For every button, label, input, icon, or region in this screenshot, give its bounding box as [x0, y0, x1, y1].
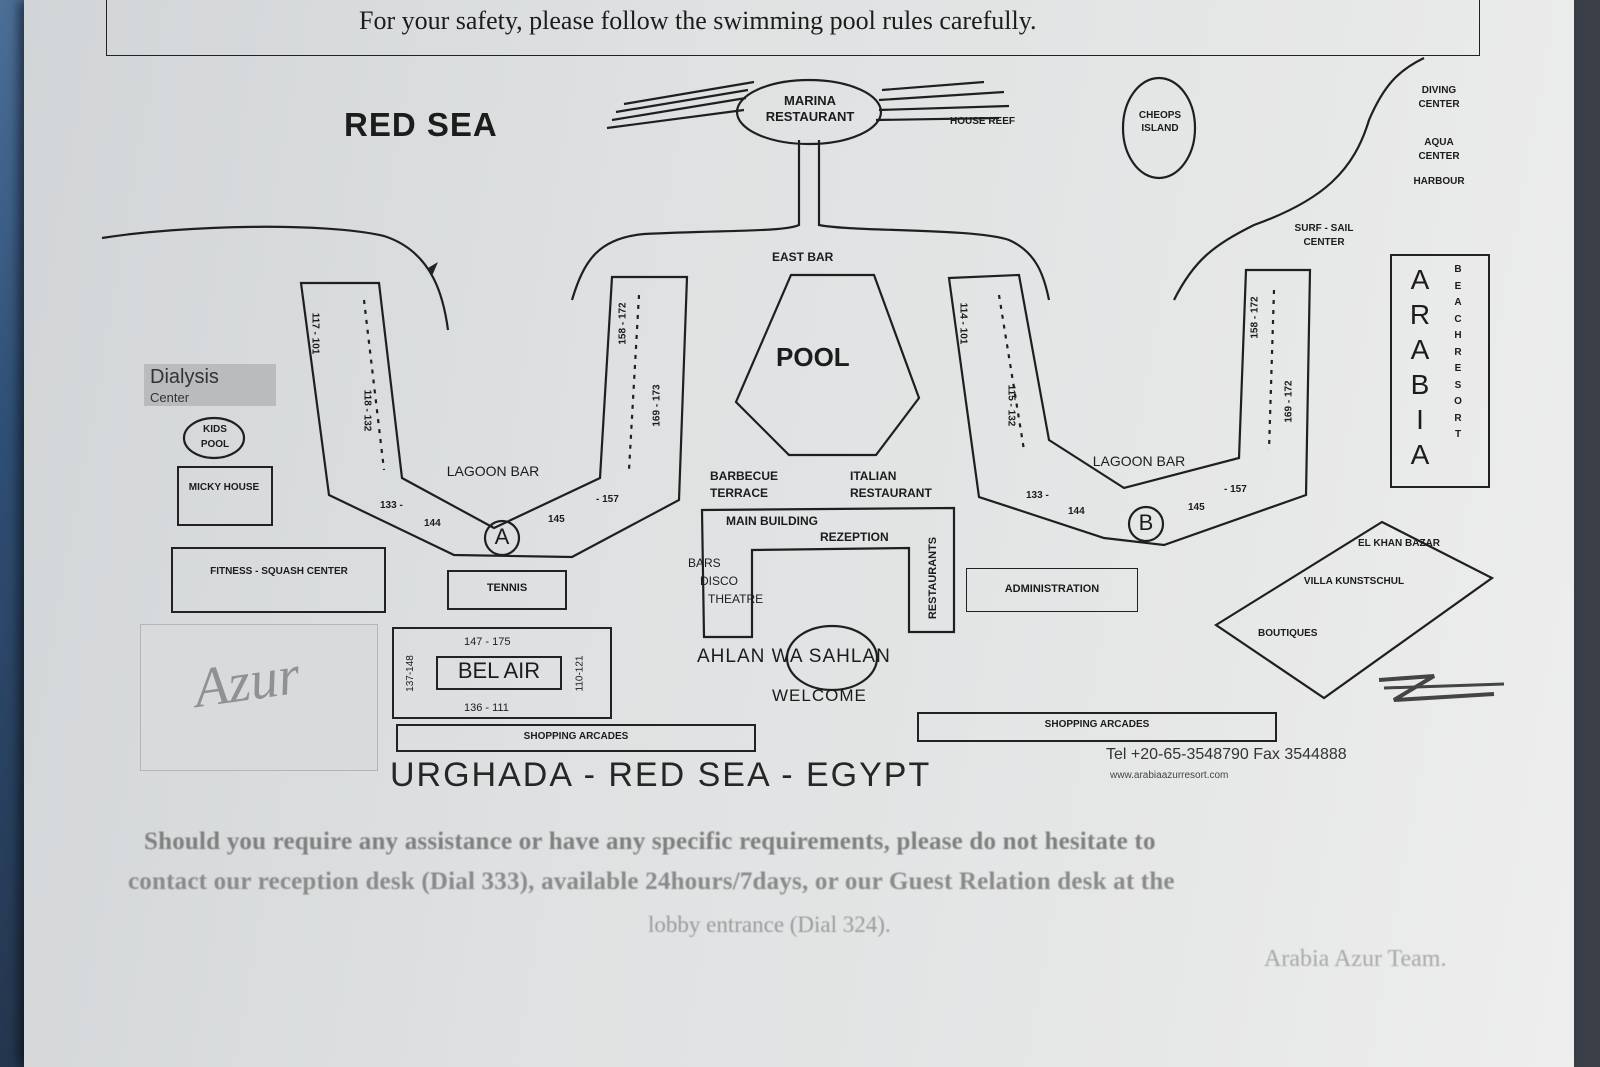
bel-air-right-rooms: 110-121: [574, 655, 586, 692]
diving-center-label: DIVING CENTER: [1418, 85, 1460, 110]
arabia-box: [1390, 254, 1490, 488]
bars-label: BARS: [688, 556, 721, 570]
el-khan-label: EL KHAN BAZAR: [1357, 538, 1441, 549]
bel-air-outer: [392, 627, 612, 719]
arabia-label: ARABIA: [1409, 264, 1431, 470]
shopping-left-box: [396, 724, 756, 752]
pool-outline: [734, 273, 921, 457]
administration-label: ADMINISTRATION: [1004, 583, 1100, 595]
shopping-right-box: [917, 712, 1277, 742]
dialysis-sub-label: Center: [150, 390, 190, 405]
wing-b-rooms-4: 144: [1068, 506, 1085, 517]
tennis-box: [447, 570, 567, 610]
micky-house-box: [177, 466, 273, 526]
villa-label: VILLA KUNSTSCHUL: [1303, 576, 1405, 587]
signature: Arabia Azur Team.: [1264, 946, 1447, 972]
shopping-left-label: SHOPPING ARCADES: [523, 731, 629, 742]
safety-notice-box: [106, 0, 1480, 56]
dialysis-label: Dialysis: [150, 366, 219, 388]
boutiques-label: BOUTIQUES: [1258, 628, 1318, 639]
wing-b-rooms-2: 115 - 132: [1005, 384, 1017, 427]
fitness-box: [171, 547, 386, 613]
barbecue-label: BARBECUE TERRACE: [710, 469, 779, 500]
wing-a-rooms-7: 158 - 172: [617, 302, 629, 345]
wing-b-rooms-8: 169 - 172: [1283, 380, 1295, 423]
disco-label: DISCO: [700, 574, 739, 588]
wing-b-rooms-5: 145: [1188, 502, 1205, 513]
binder-edge: [0, 0, 26, 1067]
wing-b-rooms-1: 114 - 101: [957, 302, 969, 345]
kids-pool-label: KIDS POOL: [200, 424, 230, 450]
sea-label: RED SEA: [344, 106, 498, 143]
stamp-area: [140, 624, 378, 771]
shopping-right-label: SHOPPING ARCADES: [1044, 719, 1150, 730]
marker-b: B: [1138, 510, 1154, 535]
theatre-label: THEATRE: [708, 592, 764, 606]
assist-line-1: Should you require any assistance or hav…: [144, 828, 1156, 855]
printed-sheet: For your safety, please follow the swimm…: [24, 0, 1574, 1067]
wing-a-rooms-2: 118 - 132: [361, 389, 373, 432]
wing-a-rooms-3: 133 -: [380, 500, 403, 511]
wing-b-rooms-6: - 157: [1224, 484, 1247, 495]
wing-a-rooms-5: 145: [548, 514, 565, 525]
pool-label: POOL: [776, 342, 850, 372]
marker-a: A: [494, 524, 510, 549]
wing-a-rooms-6: - 157: [596, 494, 619, 505]
house-reef-label: HOUSE REEF: [950, 116, 1016, 127]
east-bar-label: EAST BAR: [772, 250, 834, 264]
bel-air-inner: [436, 656, 562, 690]
cheops-island-label: CHEOPS ISLAND: [1138, 110, 1182, 134]
harbour-label: HARBOUR: [1413, 176, 1465, 187]
wing-b-rooms-7: 158 - 172: [1249, 296, 1261, 339]
location-title: URGHADA - RED SEA - EGYPT: [390, 756, 932, 794]
fitness-label: FITNESS - SQUASH CENTER: [210, 566, 348, 577]
contact-tel: Tel +20-65-3548790 Fax 3544888: [1106, 746, 1347, 763]
wing-a-outline: [299, 275, 689, 559]
wing-a-rooms-1: 117 - 101: [309, 312, 321, 355]
bazar-diamond: [1213, 520, 1495, 700]
wing-a-rooms-8: 169 - 173: [651, 384, 663, 427]
main-building-label: MAIN BUILDING: [726, 514, 818, 528]
assist-line-2: contact our reception desk (Dial 333), a…: [128, 868, 1175, 895]
bel-air-label: BEL AIR: [457, 658, 541, 683]
tennis-label: TENNIS: [486, 582, 528, 594]
surf-sail-label: SURF - SAIL CENTER: [1294, 223, 1354, 248]
assist-line-3: lobby entrance (Dial 324).: [648, 912, 891, 937]
lagoon-bar-b-label: LAGOON BAR: [1092, 453, 1186, 469]
safety-notice: For your safety, please follow the swimm…: [359, 6, 1037, 35]
main-building-outline: [700, 506, 956, 639]
marina-outline: [735, 78, 883, 146]
bel-air-top-rooms: 147 - 175: [464, 636, 511, 648]
welcome-label: WELCOME: [772, 686, 867, 705]
marina-label: MARINA RESTAURANT: [765, 93, 855, 124]
ahlan-label: AHLAN WA SAHLAN: [697, 646, 891, 667]
micky-house-label: MICKY HOUSE: [188, 482, 260, 493]
wing-a-rooms-4: 144: [424, 518, 441, 529]
wing-b-outline: [947, 268, 1312, 547]
cheops-island-outline: [1121, 76, 1197, 180]
bel-air-bottom-rooms: 136 - 111: [464, 702, 509, 714]
bel-air-left-rooms: 137-148: [404, 655, 416, 692]
administration-box: [966, 568, 1138, 612]
wing-b-rooms-3: 133 -: [1026, 490, 1049, 501]
website: www.arabiaazurresort.com: [1110, 770, 1229, 781]
aqua-center-label: AQUA CENTER: [1418, 137, 1460, 162]
coastline: [101, 225, 450, 331]
beach-resort-label: BEACH RESORT: [1454, 264, 1462, 440]
reception-label: REZEPTION: [820, 530, 889, 544]
lagoon-bar-a-label: LAGOON BAR: [446, 463, 540, 479]
restaurants-label: RESTAURANTS: [927, 536, 940, 620]
dialysis-badge: [144, 364, 276, 406]
resort-map-lines: [101, 57, 1505, 702]
italian-label: ITALIAN RESTAURANT: [850, 469, 932, 500]
